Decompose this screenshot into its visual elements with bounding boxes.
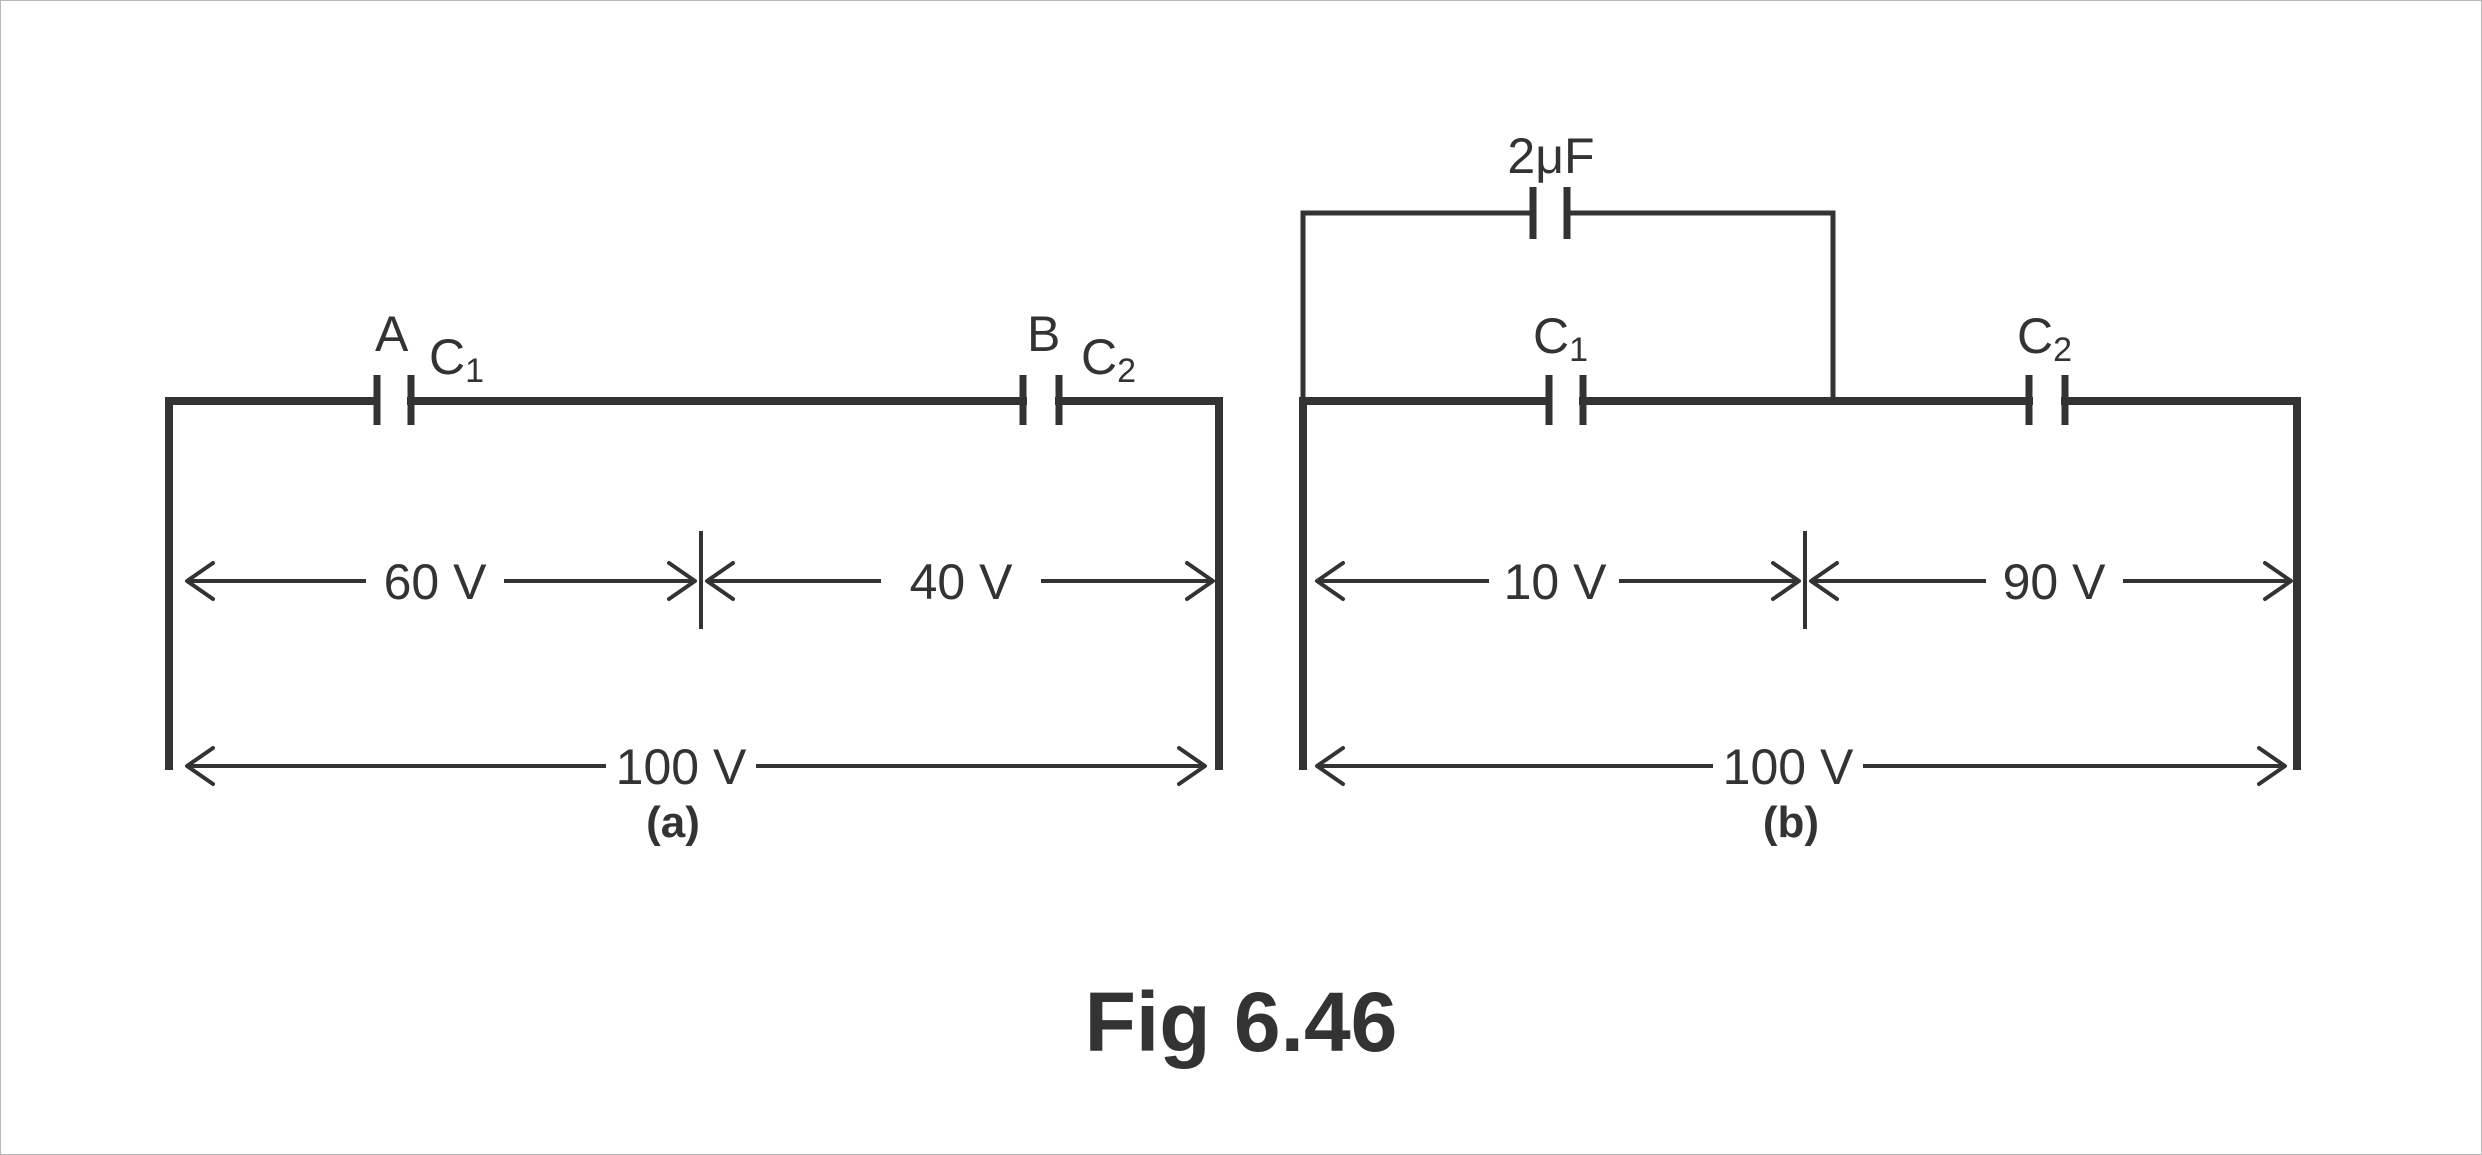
circuit-a: A C1 B C2 60 V 40 V 100 V (a [165, 306, 1223, 847]
circuit-b-2uf-label: 2μF [1507, 128, 1594, 184]
circuit-b-100v-label: 100 V [1723, 739, 1854, 795]
circuit-a-caption: (a) [646, 798, 700, 847]
circuit-a-c1-label: C1 [429, 329, 484, 390]
circuit-b-capacitor-c2 [2025, 375, 2069, 425]
circuit-b-90v-dimension [1809, 561, 2293, 601]
circuit-b-wire-right [2061, 397, 2301, 770]
circuit-a-capacitor-c2 [1019, 375, 1063, 425]
circuit-b-10v-label: 10 V [1504, 554, 1608, 610]
circuit-a-40v-dimension [705, 561, 1215, 601]
circuit-b-caption: (b) [1763, 798, 1819, 847]
circuit-a-60v-label: 60 V [384, 554, 488, 610]
circuit-a-wire-right [1055, 397, 1223, 770]
circuit-b-top-branch-left [1300, 210, 1531, 401]
circuit-a-wire-left [165, 397, 379, 770]
figure-caption: Fig 6.46 [1085, 975, 1398, 1069]
circuit-b-c1-label: C1 [1533, 308, 1588, 369]
circuit-b-90v-label: 90 V [2003, 554, 2107, 610]
circuit-b-100v-dimension [1315, 746, 2287, 786]
circuit-a-node-a-label: A [375, 306, 409, 362]
circuit-b-c2-label: C2 [2017, 308, 2072, 369]
circuit-a-100v-dimension [185, 746, 1207, 786]
circuit-b-capacitor-2uf [1529, 187, 1571, 239]
circuit-a-60v-dimension [185, 561, 697, 601]
circuit-a-40v-label: 40 V [910, 554, 1014, 610]
circuit-b-top-branch-right [1567, 210, 1836, 401]
circuit-a-node-b-label: B [1027, 306, 1060, 362]
circuit-a-capacitor-c1 [373, 375, 415, 425]
circuit-b-10v-dimension [1315, 561, 1801, 601]
circuit-a-100v-label: 100 V [616, 739, 747, 795]
circuit-b-capacitor-c1 [1545, 375, 1587, 425]
circuit-b-wire-left [1299, 397, 1551, 770]
circuit-b: 2μF C1 C2 10 V [1299, 128, 2301, 847]
circuit-a-c2-label: C2 [1081, 329, 1136, 390]
